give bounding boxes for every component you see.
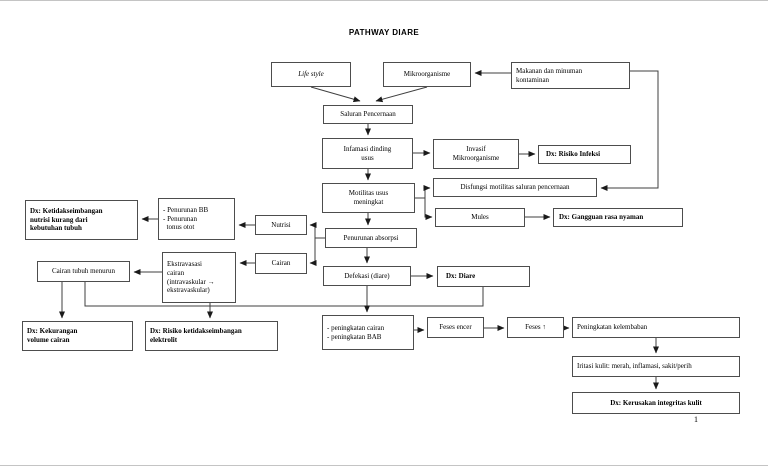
node-dx-kekurangan-volume-cairan: Dx: Kekurangan volume cairan [22, 321, 133, 351]
connector-makanan-to-disfungsi [600, 70, 659, 191]
connector-lifestyle-to-saluran [310, 86, 361, 103]
node-mules: Mules [435, 208, 525, 227]
node-cairan: Cairan [255, 253, 307, 274]
node-ekstravasasi-cairan: Ekstravasasi cairan (intravaskular → eks… [162, 252, 236, 303]
connector-mikroorganisme-to-saluran [375, 86, 428, 103]
connector-motilitas-to-mules [424, 198, 433, 220]
node-cairan-tubuh-menurun: Cairan tubuh menurun [37, 261, 130, 282]
node-life-style: Life style [271, 62, 351, 87]
connector-motilitas-to-disfungsi [415, 185, 431, 199]
node-mikroorganisme: Mikroorganisme [383, 62, 471, 87]
node-penurunan-bb: - Penurunan BB - Penurunan tonus otot [158, 198, 235, 240]
connector-absorpsi-to-cairan [309, 238, 317, 266]
node-saluran-pencernaan: Saluran Pencernaan [323, 105, 413, 124]
node-feses-encer: Feses encer [427, 317, 484, 338]
node-dx-kerusakan-integritas-kulit: Dx: Kerusakan integritas kulit [572, 392, 740, 414]
connector-dx-diare-to-cairan-tubuh [84, 282, 484, 307]
node-penurunan-absorpsi: Penurunan absorpsi [325, 228, 417, 248]
node-peningkatan-cairan-bab: - peningkatan cairan - peningkatan BAB [322, 315, 414, 350]
node-feses-meningkat: Feses ↑ [507, 317, 564, 338]
node-peningkatan-kelembaban: Peningkatan kelembaban [572, 317, 740, 338]
node-dx-diare: Dx: Diare [437, 266, 530, 287]
node-defekasi-diare: Defekasi (diare) [323, 266, 411, 286]
page-title: PATHWAY DIARE [348, 28, 420, 37]
node-dx-gangguan-rasa-nyaman: Dx: Gangguan rasa nyaman [553, 208, 683, 227]
page-edge-top [0, 0, 768, 1]
connector-absorpsi-to-nutrisi [309, 222, 325, 239]
node-disfungsi-motilitas: Disfungsi motilitas saluran pencernaan [433, 178, 597, 197]
node-motilitas-usus-meningkat: Motilitas usus meningkat [322, 183, 415, 213]
node-iritasi-kulit: Iritasi kulit: merah, inflamasi, sakit/p… [572, 356, 740, 377]
node-invasif-mikroorganisme: Invasif Mikroorganisme [433, 139, 519, 169]
node-nutrisi: Nutrisi [255, 215, 307, 235]
node-dx-risiko-infeksi: Dx: Risiko Infeksi [538, 145, 631, 164]
node-dx-ketidakseimbangan-nutrisi: Dx: Ketidakseimbangan nutrisi kurang dar… [25, 200, 138, 240]
node-dx-risiko-ketidakseimbangan-elektrolit: Dx: Risiko ketidakseimbangan elektrolit [145, 321, 278, 351]
node-infamasi-dinding-usus: Infamasi dinding usus [322, 138, 413, 169]
page-number: 1 [694, 415, 698, 424]
node-makanan-kontaminan: Makanan dan minuman kontaminan [511, 62, 630, 89]
